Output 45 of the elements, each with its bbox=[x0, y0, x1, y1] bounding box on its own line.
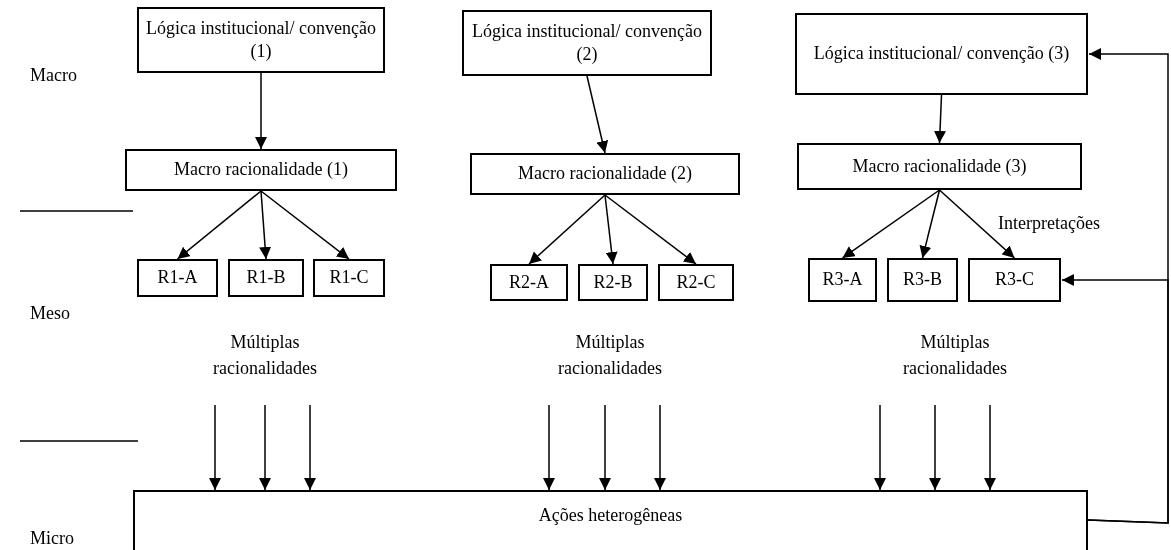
node-text: Múltiplas racionalidades bbox=[185, 329, 345, 401]
arrow bbox=[176, 190, 262, 260]
arrow bbox=[934, 94, 946, 144]
process-box: R2-A bbox=[490, 264, 568, 301]
arrow bbox=[255, 72, 267, 150]
arrow bbox=[260, 190, 350, 260]
arrow bbox=[919, 189, 941, 259]
label: Interpretações bbox=[998, 212, 1100, 235]
arrow bbox=[304, 404, 316, 491]
arrow bbox=[259, 404, 271, 491]
label: Micro bbox=[30, 527, 74, 550]
label: Meso bbox=[30, 302, 70, 325]
arrow bbox=[259, 190, 272, 260]
arrow bbox=[209, 404, 221, 491]
arrow bbox=[929, 404, 941, 491]
process-box: R2-B bbox=[578, 264, 648, 301]
process-box: Macro racionalidade (3) bbox=[797, 143, 1082, 190]
process-box: R3-C bbox=[968, 258, 1061, 302]
arrow bbox=[938, 189, 1016, 259]
node-text: Múltiplas racionalidades bbox=[875, 329, 1035, 401]
process-box: Lógica institucional/ convenção (1) bbox=[137, 7, 385, 73]
node-text: Múltiplas racionalidades bbox=[530, 329, 690, 401]
arrow bbox=[1061, 274, 1169, 524]
process-box: R3-B bbox=[887, 258, 958, 302]
process-box: R1-A bbox=[137, 259, 218, 297]
arrow bbox=[599, 404, 611, 491]
process-box: Macro racionalidade (1) bbox=[125, 149, 397, 191]
arrow bbox=[984, 404, 996, 491]
process-box: R3-A bbox=[808, 258, 877, 302]
process-box: Lógica institucional/ convenção (2) bbox=[462, 10, 712, 76]
label: Macro bbox=[30, 64, 77, 87]
arrow bbox=[528, 194, 606, 265]
process-box: R2-C bbox=[658, 264, 734, 301]
process-box: Lógica institucional/ convenção (3) bbox=[795, 13, 1088, 95]
arrow bbox=[874, 404, 886, 491]
process-box: Macro racionalidade (2) bbox=[470, 153, 740, 195]
process-box: R1-B bbox=[228, 259, 304, 297]
arrow bbox=[604, 194, 697, 265]
arrow bbox=[654, 404, 666, 491]
arrow bbox=[586, 75, 609, 154]
arrow bbox=[543, 404, 555, 491]
process-box: Ações heterogêneas bbox=[133, 490, 1088, 550]
arrow bbox=[841, 189, 941, 259]
arrow bbox=[604, 194, 618, 265]
process-box: R1-C bbox=[313, 259, 385, 297]
